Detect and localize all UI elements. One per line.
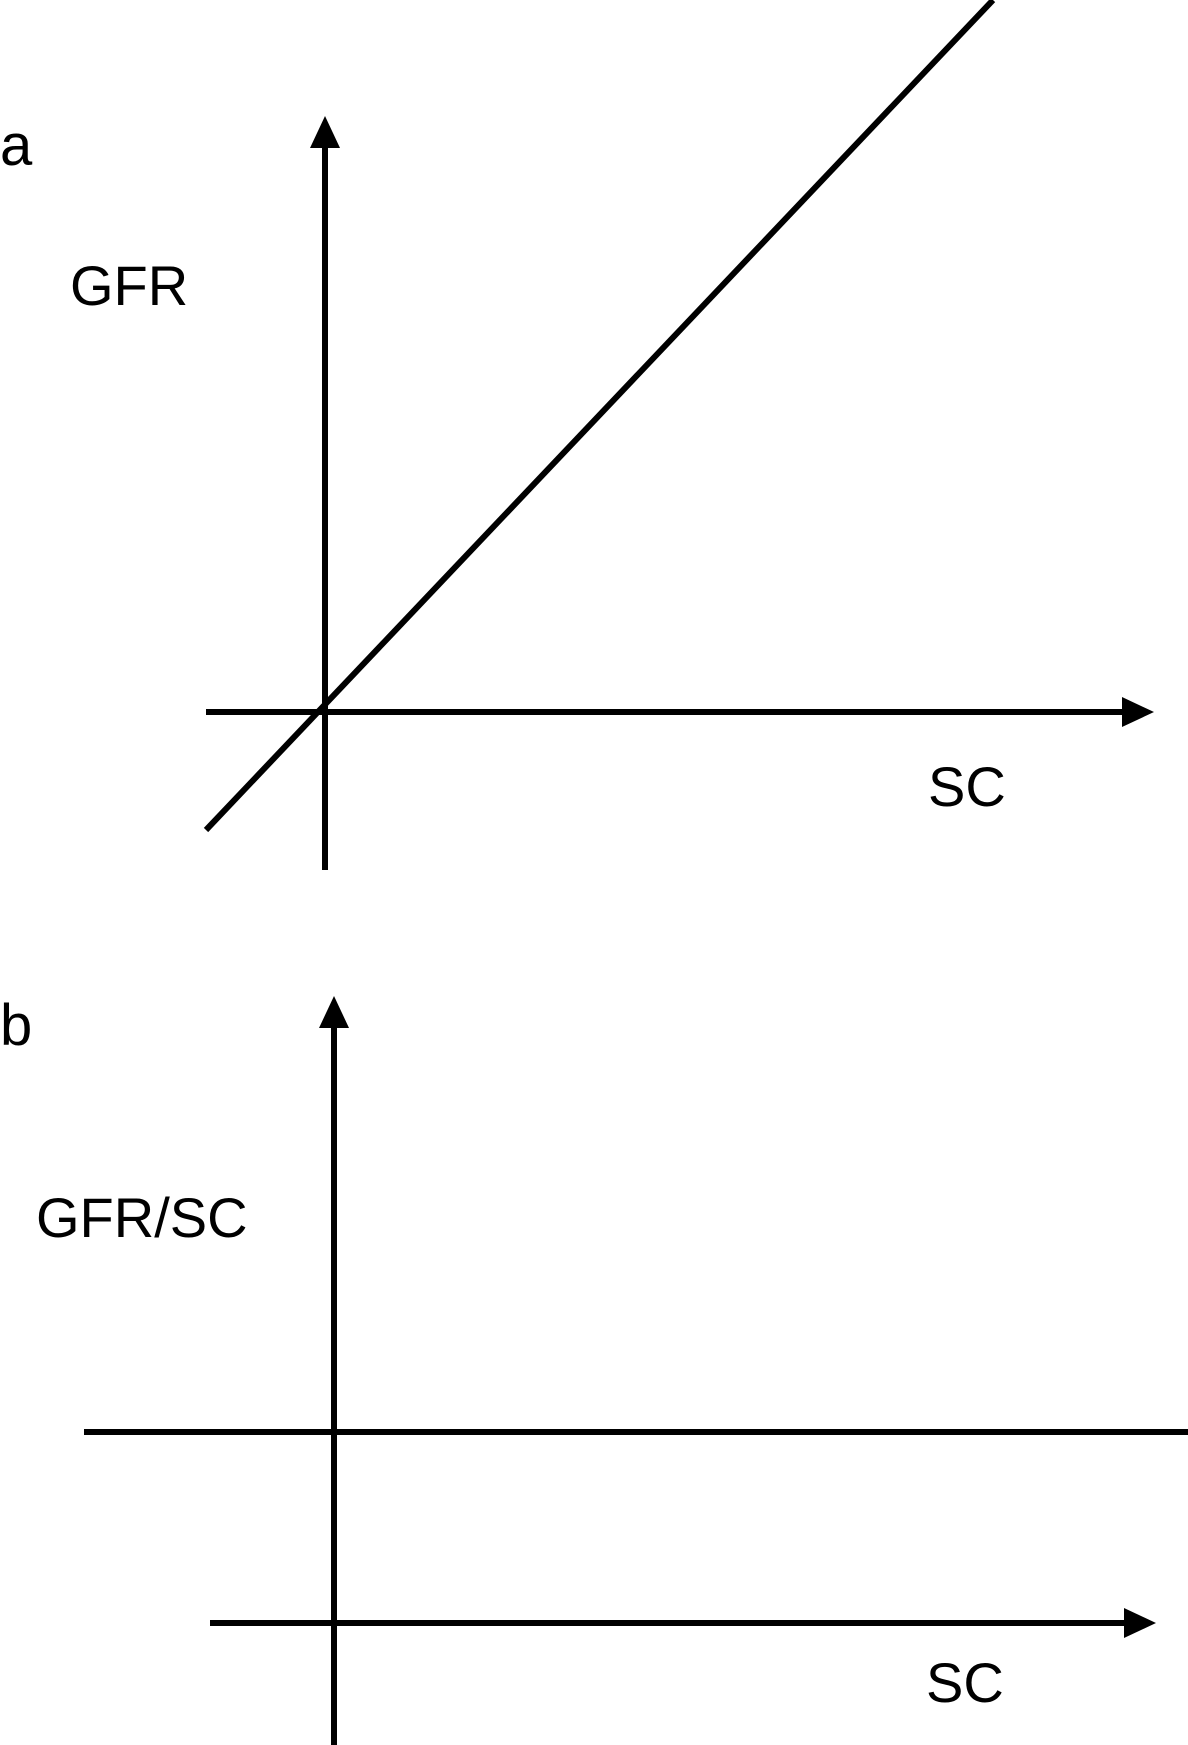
panel-b-x-axis-arrowhead bbox=[1124, 1608, 1156, 1638]
panel-a-letter: a bbox=[0, 113, 33, 178]
panel-a: a GFR SC bbox=[0, 0, 1154, 870]
panel-a-y-axis-arrowhead bbox=[310, 116, 340, 148]
panel-a-x-axis-label: SC bbox=[928, 755, 1006, 818]
panel-b-letter: b bbox=[0, 993, 32, 1058]
panel-b-y-axis-label: GFR/SC bbox=[36, 1186, 248, 1249]
panel-b-y-axis-arrowhead bbox=[319, 996, 349, 1028]
panel-a-y-axis-label: GFR bbox=[70, 254, 188, 317]
panel-a-proportional-line bbox=[203, 0, 996, 833]
panel-b: b GFR/SC SC bbox=[0, 993, 1188, 1745]
panel-a-x-axis-arrowhead bbox=[1122, 697, 1154, 727]
panel-b-x-axis-label: SC bbox=[926, 1651, 1004, 1714]
